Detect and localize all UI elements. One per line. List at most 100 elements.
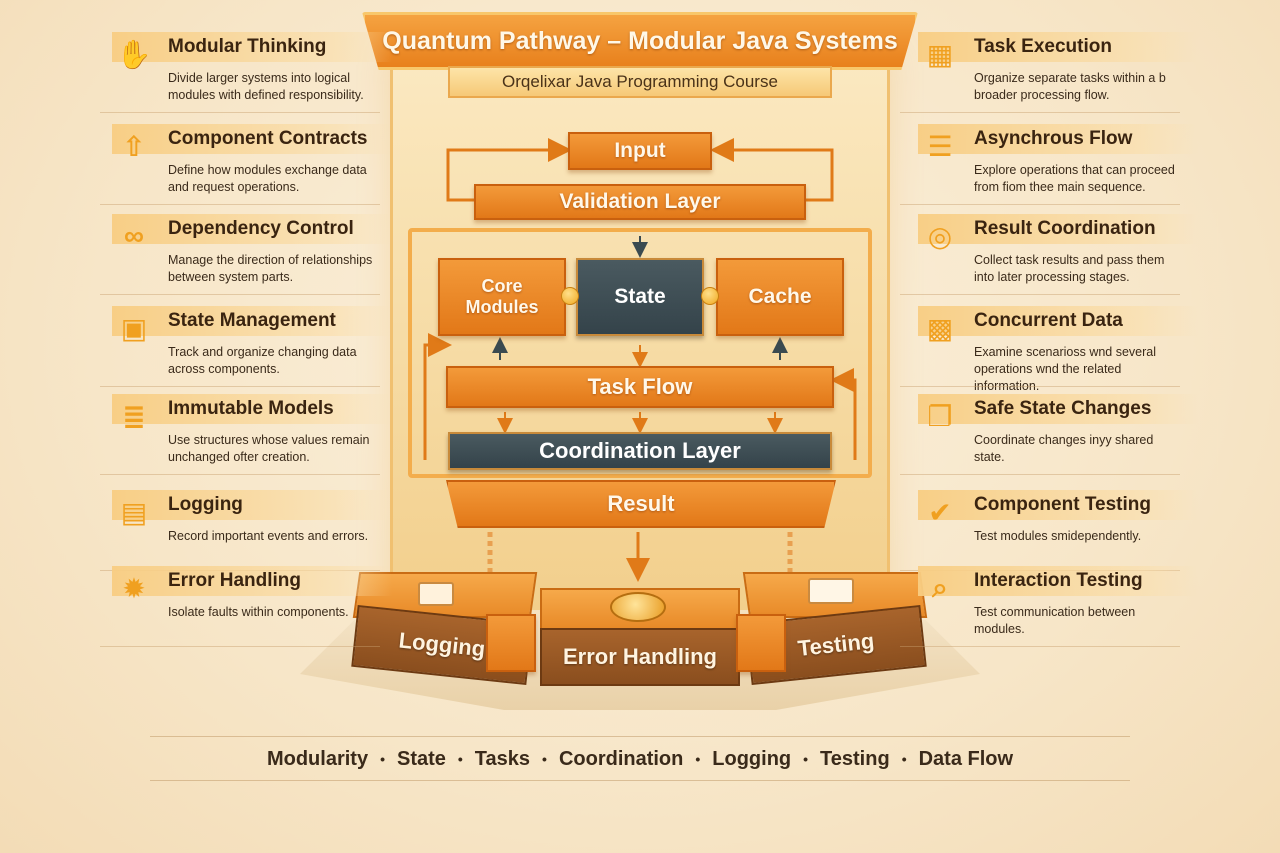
state-box: State <box>576 258 704 336</box>
footer-divider-bottom <box>150 780 1130 781</box>
topic-description: Organize separate tasks within a b broad… <box>974 71 1166 102</box>
topic-title: Dependency Control <box>168 218 354 239</box>
topic-divider <box>100 204 380 205</box>
subtitle-text: Orqelixar Java Programming Course <box>502 72 778 91</box>
footer-divider-top <box>150 736 1130 737</box>
topic-divider <box>100 386 380 387</box>
footer-keyword: Modularity <box>266 747 369 770</box>
footer-keyword: State <box>396 747 446 770</box>
check-badge-icon: ✔ <box>928 496 952 528</box>
loop-arrow-right <box>710 138 834 202</box>
footer-separator: • <box>542 751 547 767</box>
footer-separator: • <box>695 751 701 767</box>
footer-keyword: Logging <box>712 747 792 770</box>
topic-title: Immutable Models <box>168 398 334 419</box>
grid-cube-icon: ▩ <box>926 312 954 344</box>
topic-divider <box>900 112 1180 113</box>
footer-separator: • <box>380 751 385 767</box>
input-box: Input <box>568 132 712 170</box>
shield-gear-icon: ✹ <box>122 572 146 604</box>
log-document-icon: ▤ <box>120 496 148 528</box>
topic-title: Modular Thinking <box>168 36 327 57</box>
topic-heading-bar <box>918 490 1198 520</box>
footer-keyword: Data Flow <box>918 747 1014 770</box>
topic-heading-bar <box>112 214 392 244</box>
error-handling-block: Error Handling <box>540 628 740 686</box>
topic-heading-bar <box>112 32 392 62</box>
processing-frame <box>408 228 872 478</box>
topic-divider <box>100 474 380 475</box>
stack-icon: ≣ <box>122 400 146 432</box>
topic-title: Concurrent Data <box>974 310 1123 331</box>
topic-description: Record important events and errors. <box>168 529 369 543</box>
connector-dot-right <box>701 287 719 305</box>
topic-heading-bar <box>918 214 1198 244</box>
topic-divider <box>900 204 1180 205</box>
topic-heading-bar <box>918 32 1198 62</box>
task-blocks-icon: ▦ <box>926 38 954 70</box>
coordination-layer-box: Coordination Layer <box>448 432 832 470</box>
topic-divider <box>100 112 380 113</box>
state-docs-icon: ❐ <box>927 400 953 432</box>
notebook-icon <box>418 582 454 606</box>
footer-keyword: Tasks <box>474 747 531 770</box>
topic-divider <box>900 386 1180 387</box>
topic-title: Component Contracts <box>168 128 368 149</box>
gear-icon <box>610 592 666 622</box>
topic-heading-bar <box>112 306 392 336</box>
topic-description: Examine scenarioss wnd several operation… <box>974 345 1157 393</box>
footer-keyword: Testing <box>820 747 890 770</box>
topic-title: Result Coordination <box>974 218 1156 239</box>
topic-divider <box>900 474 1180 475</box>
topic-title: Asynchrous Flow <box>974 128 1133 149</box>
task-flow-box: Task Flow <box>446 366 834 408</box>
topic-description: Coordinate changes inyy shared state. <box>974 433 1154 464</box>
topic-title: Safe State Changes <box>974 398 1152 419</box>
footer-separator: • <box>457 751 463 767</box>
cache-box: Cache <box>716 258 844 336</box>
topic-divider <box>100 646 380 647</box>
topic-description: Test modules smidependently. <box>974 529 1142 543</box>
topic-divider <box>100 294 380 295</box>
topic-heading-bar <box>918 566 1198 596</box>
topic-divider <box>900 294 1180 295</box>
topic-heading-bar <box>112 394 392 424</box>
footer-separator: • <box>803 751 809 767</box>
topic-heading-bar <box>918 394 1198 424</box>
title-text: Quantum Pathway – Modular Java Systems <box>382 26 898 55</box>
topic-heading-bar <box>918 124 1198 154</box>
topic-heading-bar <box>112 566 392 596</box>
topic-title: Task Execution <box>974 36 1112 57</box>
topic-title: Logging <box>168 494 243 515</box>
coins-icon: ◎ <box>927 220 953 252</box>
topic-description: Define how modules exchange data and req… <box>168 163 367 194</box>
subtitle-bar: Orqelixar Java Programming Course <box>448 66 832 98</box>
topic-title: Interaction Testing <box>974 570 1143 591</box>
topic-description: Track and organize changing data across … <box>168 345 357 376</box>
block-connector-left <box>486 614 536 672</box>
topic-description: Explore operations that can proceed from… <box>974 163 1175 194</box>
topic-description: Use structures whose values remain uncha… <box>168 433 370 464</box>
topic-heading-bar <box>112 124 392 154</box>
topic-description: Isolate faults within components. <box>168 605 349 619</box>
topic-title: Error Handling <box>168 570 302 591</box>
topic-title: Component Testing <box>974 494 1151 515</box>
topic-heading-bar <box>112 490 392 520</box>
topic-description: Divide larger systems into logical modul… <box>168 71 364 102</box>
topic-description: Test communication between modules. <box>974 605 1136 636</box>
loop-arrow-left <box>446 138 572 202</box>
page-title: Quantum Pathway – Modular Java Systems <box>362 12 918 70</box>
connector-dot-left <box>561 287 579 305</box>
